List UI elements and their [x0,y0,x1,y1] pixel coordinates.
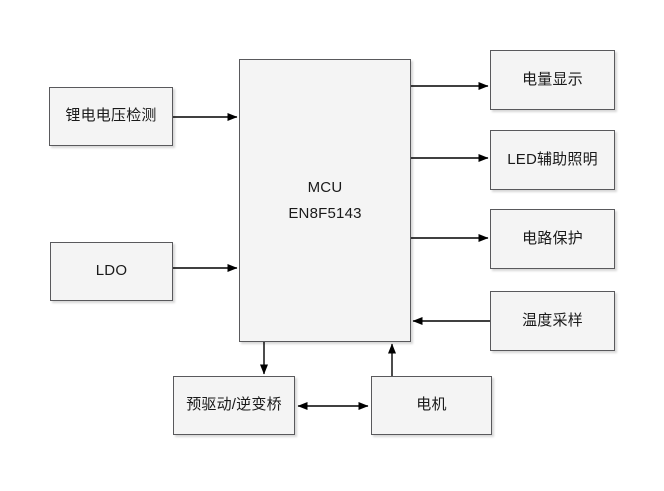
node-label: 温度采样 [522,311,583,329]
mcu-part-number-label: EN8F5143 [288,204,362,222]
node-mcu[interactable]: MCU EN8F5143 [239,59,411,342]
node-led-lighting[interactable]: LED辅助照明 [490,130,615,190]
node-label: 电量显示 [522,70,583,88]
node-label: LED辅助照明 [507,150,598,168]
node-ldo[interactable]: LDO [50,242,173,301]
node-label: LDO [95,262,128,280]
node-label-group: MCU EN8F5143 [284,175,365,226]
mcu-name-label: MCU [307,179,343,196]
node-temperature-sampling[interactable]: 温度采样 [490,291,615,351]
node-label: 电路保护 [522,229,583,247]
node-label: 锂电电压检测 [65,107,157,125]
node-label: 预驱动/逆变桥 [186,396,282,414]
node-pre-driver-inverter-bridge[interactable]: 预驱动/逆变桥 [173,376,295,435]
node-circuit-protection[interactable]: 电路保护 [490,209,615,269]
node-motor[interactable]: 电机 [371,376,492,435]
node-label: 电机 [416,396,447,414]
node-li-voltage-detect[interactable]: 锂电电压检测 [49,87,173,146]
node-battery-display[interactable]: 电量显示 [490,50,615,110]
